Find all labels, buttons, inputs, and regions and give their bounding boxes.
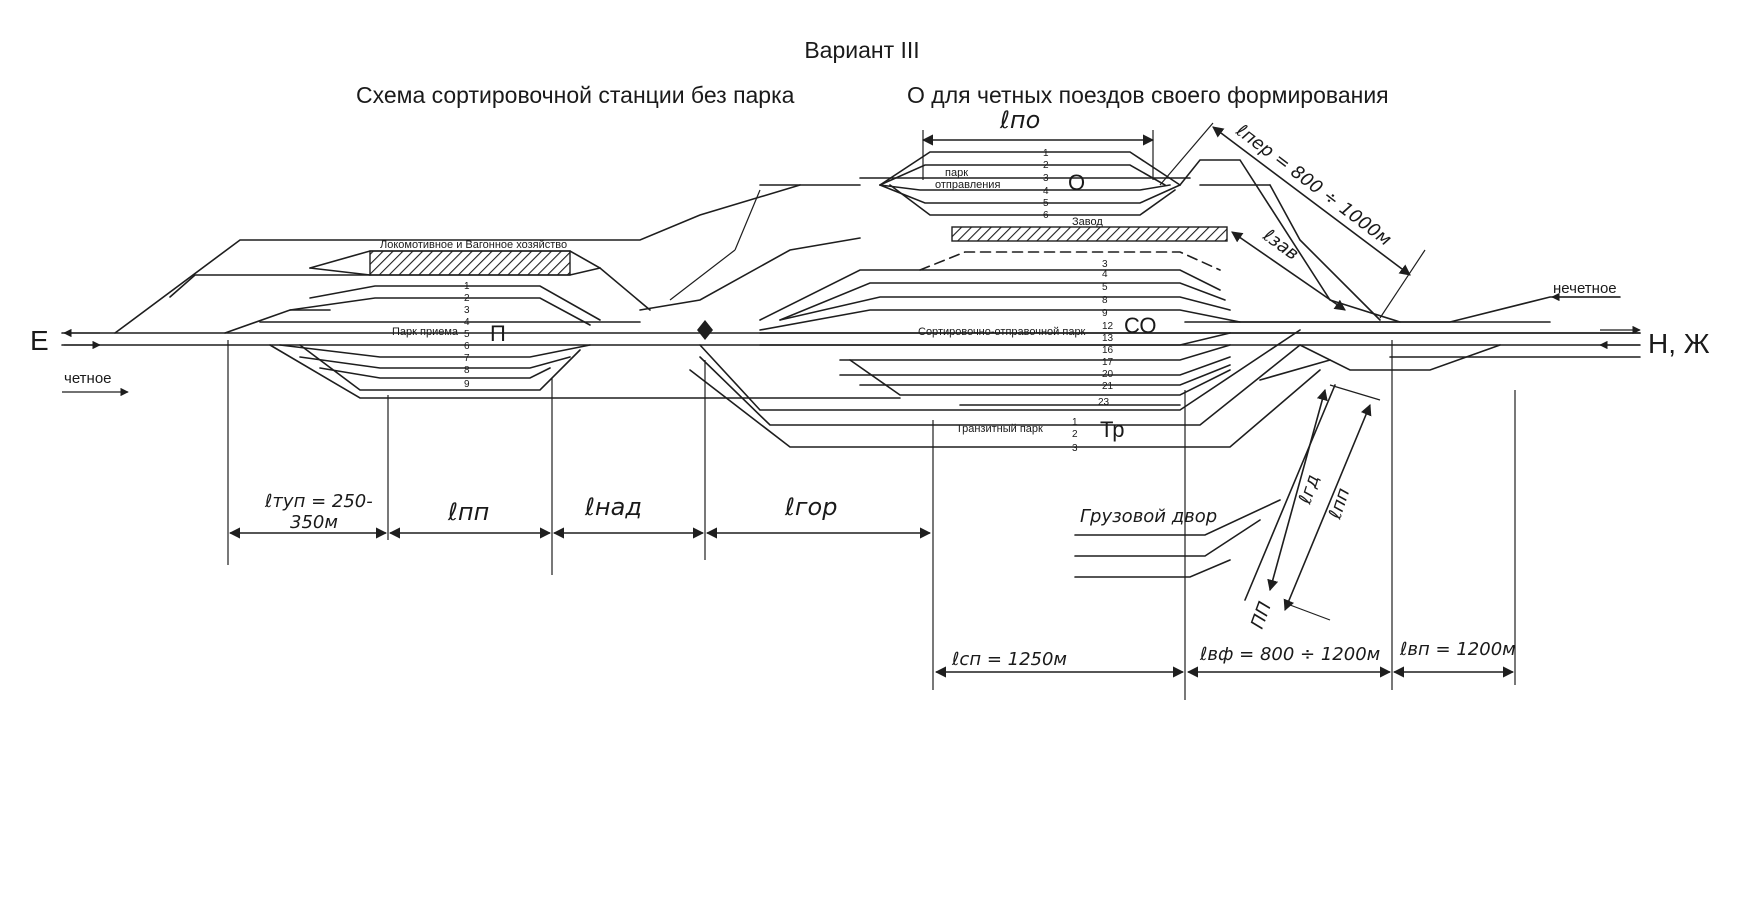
sorting-park-label: Сортировочно-отправочной парк xyxy=(918,326,1086,338)
depot-label: Локомотивное и Вагонное хозяйство xyxy=(380,239,567,251)
svg-text:9: 9 xyxy=(464,379,470,390)
svg-text:5: 5 xyxy=(464,329,470,340)
transit-track-numbers: 1 2 3 xyxy=(1072,417,1078,454)
svg-text:17: 17 xyxy=(1102,357,1114,368)
svg-text:1: 1 xyxy=(1072,417,1078,428)
svg-text:4: 4 xyxy=(464,317,470,328)
svg-text:8: 8 xyxy=(1102,295,1108,306)
hump-symbol xyxy=(697,320,713,340)
dim-l-pp: ℓпп xyxy=(447,498,489,526)
sorting-park-letter: СО xyxy=(1124,313,1157,338)
odd-direction-label: нечетное xyxy=(1553,280,1617,297)
svg-text:7: 7 xyxy=(464,353,470,364)
dim-l-pp-diag: ℓпп xyxy=(1324,485,1354,522)
departure-park-letter: О xyxy=(1068,170,1085,195)
svg-text:12: 12 xyxy=(1102,321,1114,332)
reception-park-letter: П xyxy=(490,321,506,346)
station-nzh-label: Н, Ж xyxy=(1648,328,1710,359)
transit-park-label: Транзитный парк xyxy=(956,423,1043,435)
svg-text:16: 16 xyxy=(1102,345,1114,356)
dimension-lines xyxy=(227,122,1516,700)
svg-text:13: 13 xyxy=(1102,333,1114,344)
svg-text:2: 2 xyxy=(1043,160,1049,171)
svg-text:8: 8 xyxy=(464,365,470,376)
svg-text:6: 6 xyxy=(464,341,470,352)
dim-l-gd: ℓгд xyxy=(1294,472,1323,507)
svg-text:3: 3 xyxy=(464,305,470,316)
sorting-track-numbers: 3 4 5 8 9 12 13 16 17 20 21 23 xyxy=(1098,259,1114,408)
pp-label: ПП xyxy=(1247,599,1276,632)
even-direction-label: четное xyxy=(64,370,112,387)
variant-title: Вариант III xyxy=(804,37,919,63)
freight-yard-label: Грузовой двор xyxy=(1080,506,1217,527)
dim-l-tup-1: ℓтуп = 250- xyxy=(264,491,373,512)
svg-text:21: 21 xyxy=(1102,381,1114,392)
departure-track-numbers: 1 2 3 4 5 6 xyxy=(1043,148,1049,221)
reception-park xyxy=(259,285,641,391)
scheme-title-right: О для четных поездов своего формирования xyxy=(907,82,1389,108)
svg-text:3: 3 xyxy=(1102,259,1108,270)
svg-text:23: 23 xyxy=(1098,397,1110,408)
svg-text:3: 3 xyxy=(1043,173,1049,184)
dim-l-vf: ℓвф = 800 ÷ 1200м xyxy=(1199,644,1380,665)
svg-text:6: 6 xyxy=(1043,210,1049,221)
dim-l-sp: ℓсп = 1250м xyxy=(951,649,1067,670)
plant-hatched-block xyxy=(951,226,1228,242)
scheme-title-left: Схема сортировочной станции без парка xyxy=(356,82,795,108)
departure-park-label-2: отправления xyxy=(935,179,1000,191)
dim-l-po: ℓпо xyxy=(999,106,1040,134)
dim-l-nad: ℓнад xyxy=(584,493,642,521)
plant-label: Завод xyxy=(1072,216,1103,228)
svg-text:4: 4 xyxy=(1102,269,1108,280)
transit-park-letter: Тр xyxy=(1100,417,1124,442)
sorting-park xyxy=(759,251,1641,406)
svg-text:5: 5 xyxy=(1102,282,1108,293)
dim-l-gor: ℓгор xyxy=(784,493,837,521)
svg-text:9: 9 xyxy=(1102,308,1108,319)
direction-arrows xyxy=(62,292,1641,397)
station-e-label: Е xyxy=(30,325,49,356)
svg-text:2: 2 xyxy=(1072,429,1078,440)
svg-text:20: 20 xyxy=(1102,369,1114,380)
departure-park-label-1: парк xyxy=(945,167,968,179)
dim-l-zav: ℓзав xyxy=(1258,224,1302,264)
dim-l-vp: ℓвп = 1200м xyxy=(1399,639,1516,660)
svg-text:1: 1 xyxy=(1043,148,1049,159)
depot-hatched-block xyxy=(369,250,571,276)
svg-text:1: 1 xyxy=(464,281,470,292)
right-neck-tracks xyxy=(1229,296,1621,381)
left-bypass-tracks xyxy=(114,184,901,399)
main-lines xyxy=(61,321,1641,358)
reception-track-numbers: 1 2 3 4 5 6 7 8 9 xyxy=(464,281,470,390)
dim-l-tup-2: 350м xyxy=(290,512,338,533)
svg-text:4: 4 xyxy=(1043,186,1049,197)
svg-text:5: 5 xyxy=(1043,198,1049,209)
reception-park-label: Парк приема xyxy=(392,326,459,338)
svg-text:2: 2 xyxy=(464,293,470,304)
svg-text:3: 3 xyxy=(1072,443,1078,454)
